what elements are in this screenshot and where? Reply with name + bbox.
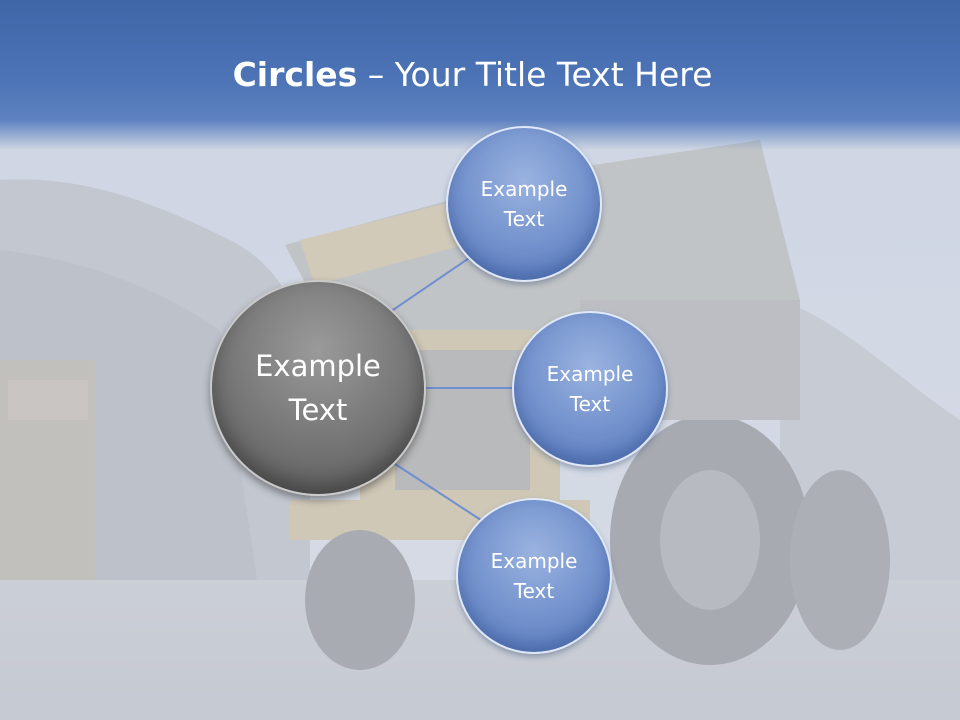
connector-line-bottom bbox=[391, 461, 485, 523]
node-circle-middle[interactable]: Example Text bbox=[512, 311, 668, 467]
title-band bbox=[0, 0, 960, 150]
center-circle[interactable]: Example Text bbox=[210, 280, 426, 496]
node-circle-top-label: Example Text bbox=[480, 177, 568, 231]
slide-title[interactable]: Circles – Your Title Text Here bbox=[0, 52, 945, 98]
center-circle-label: Example Text bbox=[255, 349, 381, 427]
node-circle-top[interactable]: Example Text bbox=[446, 126, 602, 282]
title-bold-part: Circles bbox=[232, 55, 358, 94]
node-circle-bottom-label: Example Text bbox=[490, 549, 578, 603]
title-rest-part: – Your Title Text Here bbox=[357, 55, 713, 94]
node-circle-middle-label: Example Text bbox=[546, 362, 634, 416]
connector-line-top bbox=[389, 251, 479, 313]
node-circle-bottom[interactable]: Example Text bbox=[456, 498, 612, 654]
